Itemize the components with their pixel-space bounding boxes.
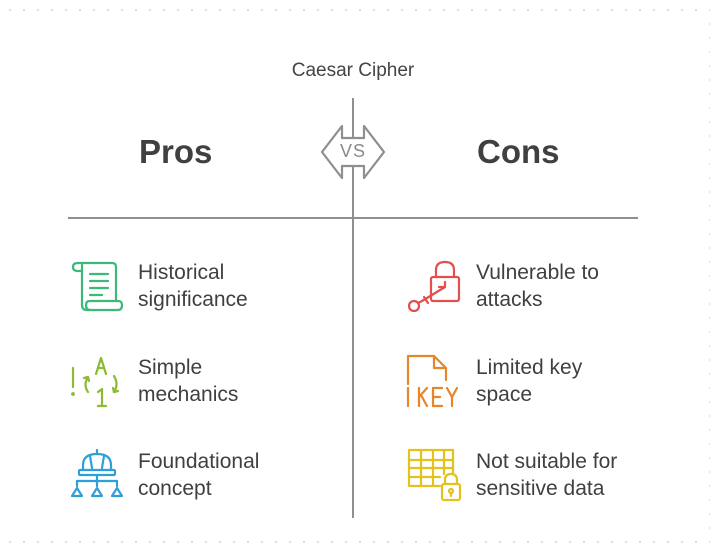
cons-item-vulnerable: Vulnerable to attacks (406, 257, 656, 315)
cons-item-line: sensitive data (476, 477, 605, 500)
key-document-icon (406, 352, 464, 410)
cons-item-line: space (476, 383, 533, 406)
cons-item-line: Vulnerable to (476, 261, 599, 284)
scroll-icon (68, 257, 126, 315)
cons-item-line: attacks (476, 288, 543, 311)
foundation-network-icon (68, 446, 126, 504)
pros-heading: Pros (139, 133, 213, 170)
cons-item-not-suitable: Not suitable for sensitive data (406, 446, 656, 504)
pros-item-line: mechanics (138, 383, 239, 406)
cons-item-limited: Limited key space (406, 352, 656, 410)
letter-number-cycle-icon (68, 352, 126, 410)
pros-item-line: concept (138, 477, 212, 500)
diagram-title: Caesar Cipher (291, 60, 415, 81)
lock-pick-icon (406, 257, 464, 315)
locked-table-icon (406, 446, 464, 504)
center-divider-vertical (352, 98, 354, 518)
pros-item-simple: Simple mechanics (68, 352, 318, 410)
pros-item-line: significance (138, 288, 248, 311)
pros-item-line: Simple (138, 356, 203, 379)
versus-arrow-icon (320, 124, 386, 180)
pros-item-foundational: Foundational concept (68, 446, 318, 504)
cons-item-line: Limited key (476, 356, 583, 379)
versus-label: VS (339, 141, 366, 161)
pros-item-line: Historical (138, 261, 225, 284)
header-divider-horizontal (68, 217, 638, 219)
cons-heading: Cons (477, 133, 560, 170)
cons-item-line: Not suitable for (476, 450, 618, 473)
pros-item-historical: Historical significance (68, 257, 318, 315)
pros-item-line: Foundational (138, 450, 260, 473)
